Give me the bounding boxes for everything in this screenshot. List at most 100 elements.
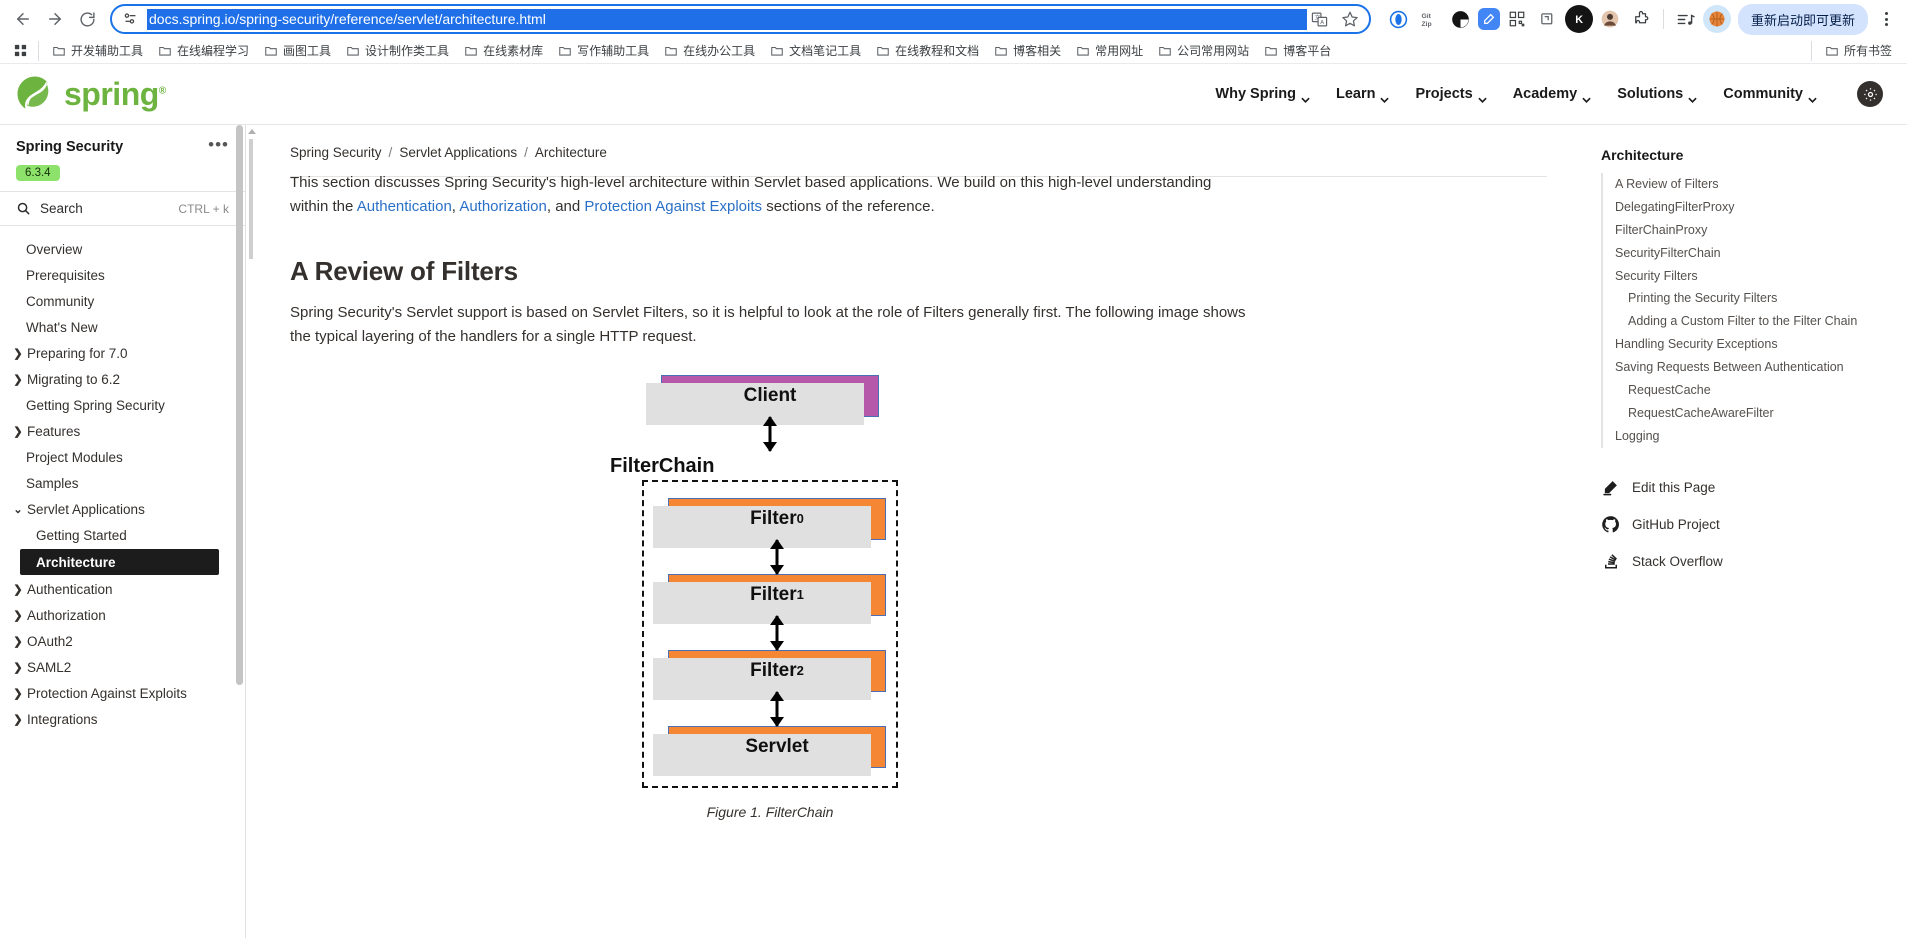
nav-community[interactable]: Community [1723,86,1817,103]
url-text[interactable]: docs.spring.io/spring-security/reference… [147,8,1307,30]
sidebar-item-authorization[interactable]: ❯Authorization [0,602,245,628]
kuaidu-extension-icon[interactable]: K [1564,5,1593,33]
toc-item-printing-the-security-filters[interactable]: Printing the Security Filters [1628,291,1778,306]
toc-item-a-review-of-filters[interactable]: A Review of Filters [1615,177,1719,191]
bookmark-folder[interactable]: 在线办公工具 [657,39,762,62]
sidebar-item-project-modules[interactable]: Project Modules [0,444,245,470]
qrcode-extension-icon[interactable] [1503,5,1531,33]
link-authentication[interactable]: Authentication [356,197,452,215]
opera-extension-icon[interactable] [1385,5,1413,33]
chevron-right-icon[interactable]: ❯ [13,347,23,360]
reload-icon[interactable] [72,4,102,34]
sidebar-item-integrations[interactable]: ❯Integrations [0,706,245,732]
search-input[interactable]: Search CTRL + k [0,191,245,226]
link-authorization[interactable]: Authorization [459,197,547,215]
dark-reader-extension-icon[interactable] [1447,5,1475,33]
toc-item-requestcache[interactable]: RequestCache [1628,382,1711,397]
more-options-icon[interactable]: ••• [208,135,229,154]
chevron-down-icon[interactable]: ⌄ [13,503,23,516]
stack-overflow-link[interactable]: Stack Overflow [1601,552,1889,571]
address-bar[interactable]: docs.spring.io/spring-security/reference… [110,4,1371,34]
link-protection-against-exploits[interactable]: Protection Against Exploits [584,197,763,215]
forward-arrow-icon[interactable] [40,4,70,34]
sidebar-item-migrating-to-62[interactable]: ❯Migrating to 6.2 [0,366,245,392]
apps-grid-icon[interactable] [8,40,32,62]
sidebar-item-overview[interactable]: Overview [0,236,245,262]
toc-item-handling-security-exceptions[interactable]: Handling Security Exceptions [1615,337,1778,352]
site-settings-icon[interactable] [122,10,140,28]
version-badge[interactable]: 6.3.4 [16,165,60,181]
sidebar-item-features[interactable]: ❯Features [0,418,245,444]
nav-why-spring[interactable]: Why Spring [1215,86,1310,103]
toc-item-filterchainproxy[interactable]: FilterChainProxy [1615,222,1708,237]
scroll-up-arrow-icon[interactable] [248,129,256,134]
toc-item-logging[interactable]: Logging [1615,428,1660,443]
chevron-right-icon[interactable]: ❯ [13,583,23,596]
sidebar-item-prerequisites[interactable]: Prerequisites [0,262,245,288]
sidebar-item-oauth2[interactable]: ❯OAuth2 [0,628,245,654]
breadcrumb-item-spring-security[interactable]: Spring Security [290,145,382,160]
content-scrollbar[interactable] [246,125,256,938]
star-icon[interactable] [1337,6,1363,32]
bookmark-folder[interactable]: 公司常用网站 [1151,39,1256,62]
bookmark-folder[interactable]: 开发辅助工具 [45,39,150,62]
kebab-menu-icon[interactable] [1873,5,1899,33]
sidebar-item-servlet-applications[interactable]: ⌄Servlet Applications [0,496,245,522]
sidebar-item-community[interactable]: Community [0,288,245,314]
toc-item-securityfilterchain[interactable]: SecurityFilterChain [1615,245,1721,260]
toc-item-requestcacheawarefilter[interactable]: RequestCacheAwareFilter [1628,405,1774,420]
media-playlist-icon[interactable] [1672,5,1700,33]
edit-this-page-link[interactable]: Edit this Page [1601,478,1889,497]
spring-logo[interactable]: spring® [14,73,166,115]
restart-to-update-button[interactable]: 重新启动即可更新 [1737,3,1868,35]
toc-item-adding-a-custom-filter[interactable]: Adding a Custom Filter to the Filter Cha… [1628,314,1858,329]
sidebar-item-protection-against-exploits[interactable]: ❯Protection Against Exploits [0,680,245,706]
chevron-right-icon[interactable]: ❯ [13,373,23,386]
chevron-right-icon[interactable]: ❯ [13,713,23,726]
toc-item-saving-requests-between-authentication[interactable]: Saving Requests Between Authentication [1615,360,1844,374]
sidebar-scrollbar[interactable] [236,125,243,685]
bookmark-folder[interactable]: 写作辅助工具 [551,39,656,62]
bookmark-folder[interactable]: 文档笔记工具 [763,39,868,62]
bookmark-folder[interactable]: 在线素材库 [457,39,550,62]
sidebar-item-getting-spring-security[interactable]: Getting Spring Security [0,392,245,418]
breadcrumb-item-servlet-applications[interactable]: Servlet Applications [399,145,518,160]
basketball-extension-icon[interactable] [1702,5,1731,33]
theme-gear-icon[interactable] [1857,81,1883,107]
chevron-right-icon[interactable]: ❯ [13,609,23,622]
sidebar-item-whats-new[interactable]: What's New [0,314,245,340]
back-arrow-icon[interactable] [8,4,38,34]
editor-extension-icon[interactable] [1477,8,1500,30]
chevron-right-icon[interactable]: ❯ [13,661,23,674]
sidebar-item-architecture[interactable]: Architecture [20,549,219,575]
puzzle-extensions-icon[interactable] [1627,5,1655,33]
screenshot-extension-icon[interactable] [1534,5,1562,33]
profile-avatar-icon[interactable] [1596,5,1624,33]
bookmark-folder[interactable]: 博客相关 [987,39,1068,62]
bookmark-folder[interactable]: 博客平台 [1257,39,1338,62]
nav-solutions[interactable]: Solutions [1617,86,1697,103]
bookmark-folder[interactable]: 画图工具 [257,39,338,62]
nav-learn[interactable]: Learn [1336,86,1390,103]
toc-item-delegatingfilterproxy[interactable]: DelegatingFilterProxy [1615,199,1735,214]
sidebar-item-getting-started[interactable]: Getting Started [0,522,245,548]
breadcrumb-item-architecture[interactable]: Architecture [534,145,607,160]
bookmark-folder[interactable]: 设计制作类工具 [339,39,456,62]
sidebar-item-saml2[interactable]: ❯SAML2 [0,654,245,680]
toc-item-security-filters[interactable]: Security Filters [1615,268,1698,283]
bookmark-folder[interactable]: 在线教程和文档 [869,39,986,62]
all-bookmarks-button[interactable]: 所有书签 [1818,39,1899,62]
bookmark-folder[interactable]: 在线编程学习 [151,39,256,62]
scrollbar-thumb[interactable] [249,139,253,259]
chevron-right-icon[interactable]: ❯ [13,425,23,438]
bookmark-folder[interactable]: 常用网址 [1069,39,1150,62]
chevron-right-icon[interactable]: ❯ [13,687,23,700]
sidebar-item-preparing-for-7[interactable]: ❯Preparing for 7.0 [0,340,245,366]
sidebar-item-authentication[interactable]: ❯Authentication [0,576,245,602]
github-project-link[interactable]: GitHub Project [1601,515,1889,534]
nav-academy[interactable]: Academy [1513,86,1591,103]
sidebar-item-samples[interactable]: Samples [0,470,245,496]
nav-projects[interactable]: Projects [1415,86,1487,103]
